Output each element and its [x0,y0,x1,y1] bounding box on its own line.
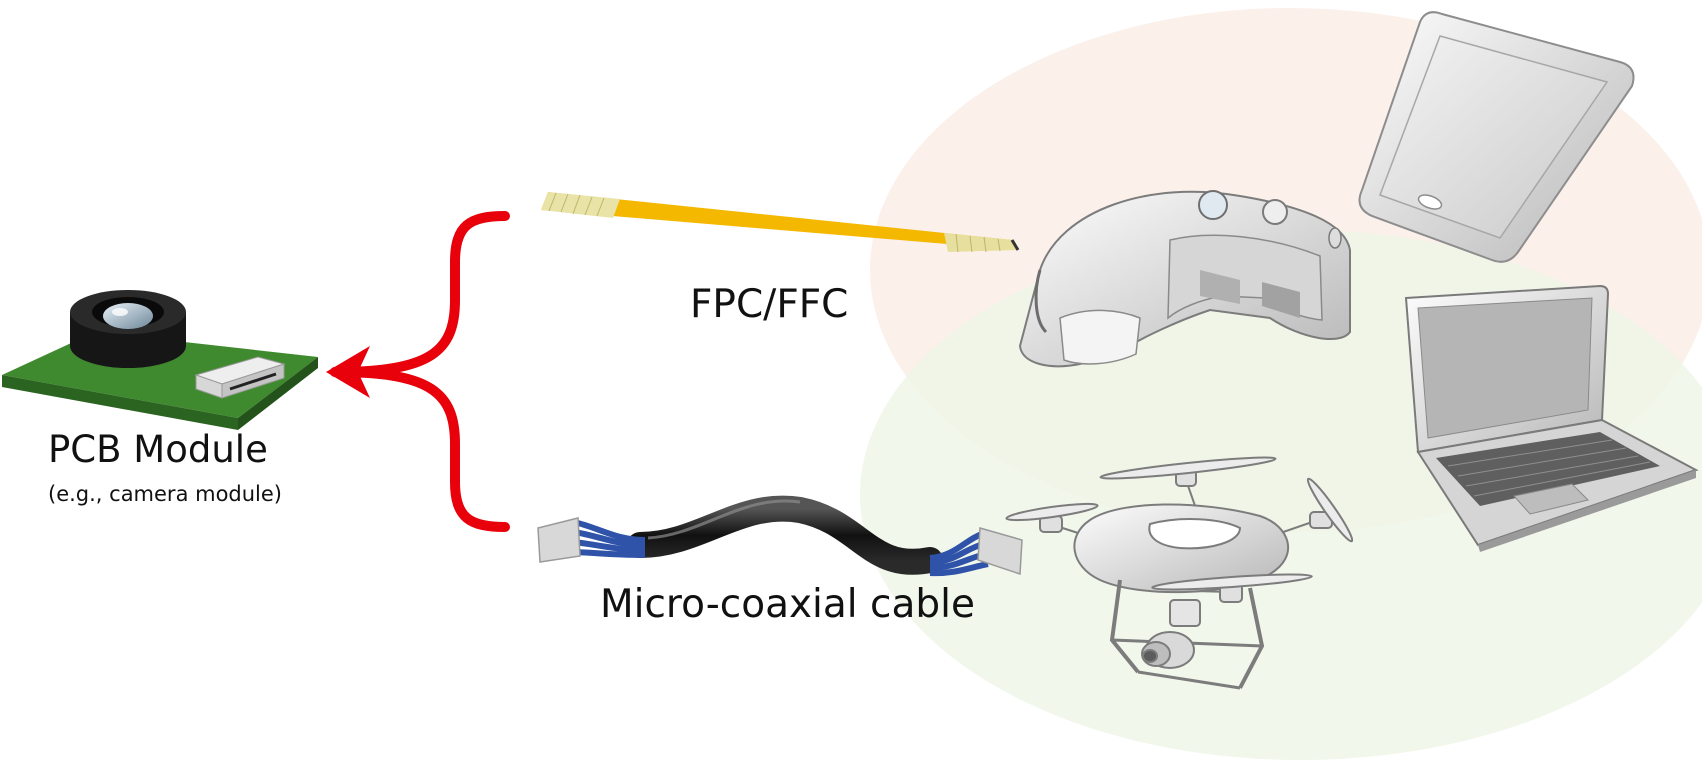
branch-arrow [330,211,510,532]
pcb-module-subtitle: (e.g., camera module) [48,482,283,506]
drone-icon [1005,456,1354,690]
fpc-label: FPC/FFC [690,282,849,327]
micro-coaxial-label: Micro-coaxial cable [600,582,975,627]
fpc-cable-icon [541,192,1020,253]
pcb-module-icon [2,290,318,430]
arrow-head [326,346,370,398]
tablet-icon [1358,11,1635,263]
laptop-icon [1404,284,1699,552]
micro-coaxial-cable-icon [537,495,1023,577]
pcb-module-title: PCB Module [48,428,268,471]
ar-headset-icon [1018,190,1351,368]
